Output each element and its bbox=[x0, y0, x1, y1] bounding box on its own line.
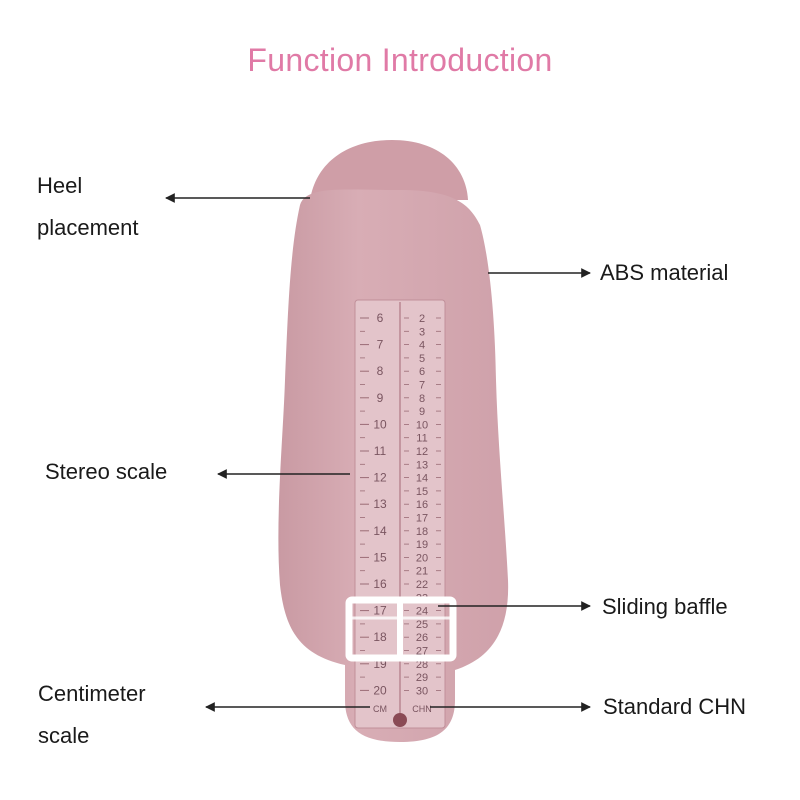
chn-tick-label: 15 bbox=[416, 486, 428, 498]
cm-tick-label: 11 bbox=[374, 444, 387, 458]
cm-tick-label: 10 bbox=[373, 417, 387, 431]
chn-tick-label: 25 bbox=[416, 619, 428, 631]
chn-tick-label: 28 bbox=[416, 659, 428, 671]
cm-label-line1: Centimeter bbox=[38, 681, 146, 706]
chn-tick-label: 10 bbox=[416, 419, 428, 431]
cm-tick-label: 12 bbox=[373, 471, 387, 485]
chn-tick-label: 26 bbox=[416, 632, 428, 644]
cm-tick-label: 7 bbox=[377, 338, 384, 352]
slider-hole bbox=[393, 713, 407, 727]
cm-tick-label: 20 bbox=[373, 683, 387, 697]
cm-tick-label: 14 bbox=[373, 524, 387, 538]
cm-tick-label: 16 bbox=[373, 577, 387, 591]
chn-tick-label: 8 bbox=[419, 393, 425, 405]
chn-tick-label: 18 bbox=[416, 526, 428, 538]
chn-tick-label: 2 bbox=[419, 313, 425, 325]
chn-tick-label: 16 bbox=[416, 499, 428, 511]
cm-tick-label: 9 bbox=[377, 391, 384, 405]
chn-tick-label: 12 bbox=[416, 446, 428, 458]
chn-tick-label: 6 bbox=[419, 366, 425, 378]
page-title: Function Introduction bbox=[247, 42, 553, 78]
chn-tick-label: 14 bbox=[416, 473, 428, 485]
cm-tick-label: 15 bbox=[373, 550, 387, 564]
chn-tick-label: 17 bbox=[416, 513, 428, 525]
chn-tick-label: 22 bbox=[416, 579, 428, 591]
heel-label-line1: Heel bbox=[37, 173, 83, 198]
chn-tick-label: 3 bbox=[419, 326, 425, 338]
cm-label-line2: scale bbox=[38, 723, 90, 748]
sliding-label: Sliding baffle bbox=[602, 594, 728, 619]
chn-label: Standard CHN bbox=[603, 694, 747, 719]
chn-unit-label: CHN bbox=[412, 704, 432, 714]
heel-label: Heel placement bbox=[37, 165, 139, 249]
cm-tick-label: 18 bbox=[373, 630, 387, 644]
abs-label: ABS material bbox=[600, 260, 729, 285]
cm-label: Centimeter scale bbox=[38, 673, 146, 757]
heel-label-line2: placement bbox=[37, 215, 139, 240]
sliding-baffle[interactable] bbox=[345, 596, 457, 662]
heel-cup bbox=[310, 140, 468, 200]
cm-tick-label: 17 bbox=[373, 604, 387, 618]
cm-unit-label: CM bbox=[373, 704, 387, 714]
chn-tick-label: 19 bbox=[416, 539, 428, 551]
chn-tick-label: 29 bbox=[416, 672, 428, 684]
chn-tick-label: 11 bbox=[416, 433, 427, 445]
chn-tick-label: 24 bbox=[416, 606, 428, 618]
chn-tick-label: 4 bbox=[419, 340, 425, 352]
chn-tick-label: 5 bbox=[419, 353, 425, 365]
chn-tick-label: 30 bbox=[416, 685, 428, 697]
cm-tick-label: 13 bbox=[373, 497, 387, 511]
cm-tick-label: 6 bbox=[377, 311, 384, 325]
chn-tick-label: 20 bbox=[416, 552, 428, 564]
chn-tick-label: 13 bbox=[416, 459, 428, 471]
cm-tick-label: 8 bbox=[377, 364, 384, 378]
chn-tick-label: 7 bbox=[419, 380, 425, 392]
stereo-label: Stereo scale bbox=[45, 459, 168, 484]
chn-tick-label: 21 bbox=[416, 566, 428, 578]
chn-tick-label: 9 bbox=[419, 406, 425, 418]
